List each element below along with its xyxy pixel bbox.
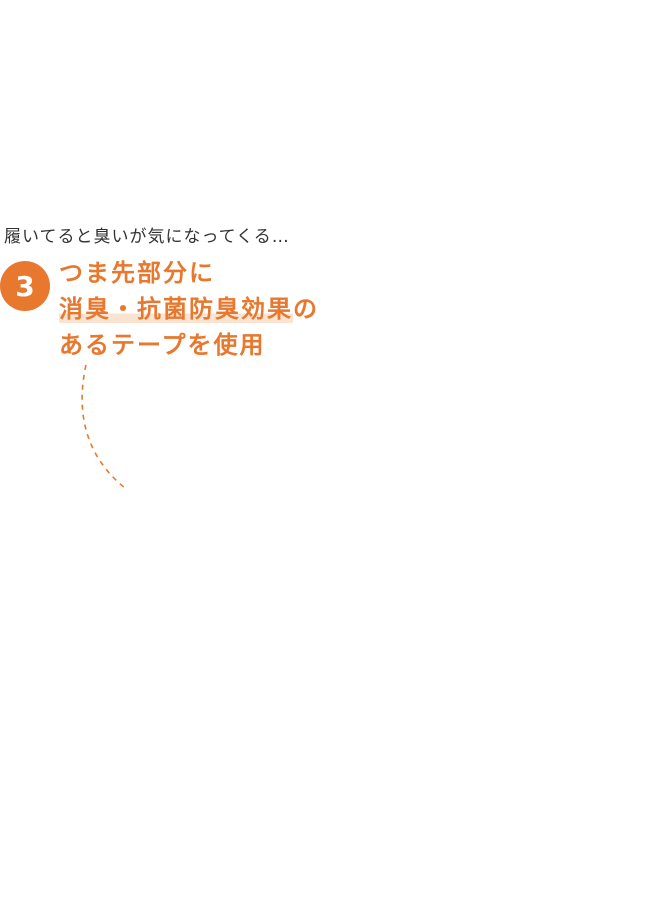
headline-line-2: 消臭・抗菌防臭効果の bbox=[59, 291, 319, 327]
feature-headline: つま先部分に 消臭・抗菌防臭効果の あるテープを使用 bbox=[59, 255, 319, 363]
subtitle-caption: 履いてると臭いが気になってくる… bbox=[4, 227, 290, 247]
headline-line-3: あるテープを使用 bbox=[59, 331, 266, 359]
headline-line-1: つま先部分に bbox=[59, 259, 215, 287]
step-number: 3 bbox=[15, 269, 35, 303]
step-number-badge: 3 bbox=[0, 261, 50, 311]
headline-highlight: 消臭・抗菌防臭効果 bbox=[59, 295, 293, 323]
headline-line-2-tail: の bbox=[293, 295, 319, 323]
